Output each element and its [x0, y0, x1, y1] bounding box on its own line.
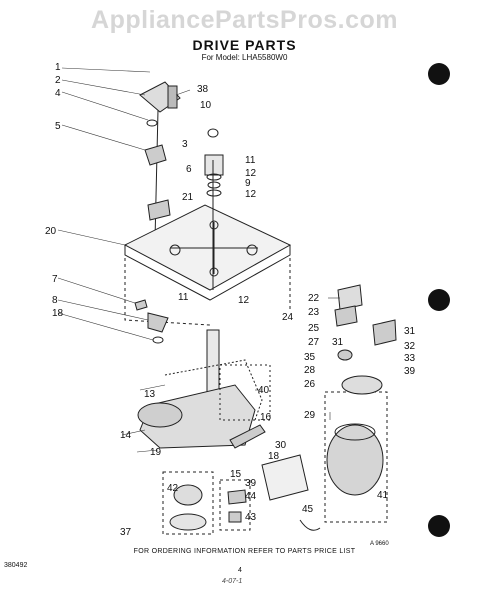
pump-base-37	[169, 513, 207, 531]
callout: 12	[238, 295, 250, 306]
callout: 8	[52, 295, 58, 306]
callout: 12	[245, 189, 257, 200]
belt-frame	[219, 364, 271, 421]
callout: 42	[167, 483, 179, 494]
clip-32	[372, 319, 397, 346]
vertical-rod	[154, 109, 159, 241]
callout: 11	[245, 155, 256, 166]
callout: 32	[404, 341, 416, 352]
callout: 15	[230, 469, 242, 480]
motor-41	[326, 424, 384, 496]
diagram-subtitle: For Model: LHA5580W0	[201, 53, 288, 62]
callout: 7	[52, 274, 58, 285]
cylinder-11	[204, 154, 224, 176]
watermark: AppliancePartsPros.com	[91, 6, 398, 34]
page-number: 4	[238, 567, 242, 574]
washer-4	[146, 119, 158, 127]
base-plate-20-skirt	[124, 245, 291, 301]
binder-hole-top	[428, 63, 450, 85]
clip-5	[144, 144, 167, 166]
callout: 14	[120, 430, 132, 441]
callout: 33	[404, 353, 416, 364]
pipe-38	[167, 85, 178, 109]
figure-reference-code: A 9660	[370, 541, 389, 547]
callout: 18	[268, 451, 280, 462]
callout: 25	[308, 323, 320, 334]
callout: 26	[304, 379, 316, 390]
ring-12b	[206, 189, 222, 197]
document-code: 380492	[4, 562, 28, 569]
shield-30	[261, 454, 309, 501]
part-15-group	[219, 479, 251, 531]
callout: 23	[308, 307, 320, 318]
ring-9	[207, 181, 221, 189]
callout: 9	[245, 178, 251, 189]
bracket-6	[147, 199, 171, 221]
callout: 41	[377, 490, 389, 501]
callout: 44	[245, 491, 257, 502]
pump-42	[173, 484, 203, 506]
ring-12a	[206, 173, 222, 181]
callout: 24	[282, 312, 294, 323]
arm-16	[229, 424, 266, 449]
pulley	[137, 402, 183, 428]
callout: 29	[304, 410, 316, 421]
callout: 1	[55, 62, 61, 73]
callout: 43	[245, 512, 257, 523]
binder-hole-bottom	[428, 515, 450, 537]
callout: 31	[404, 326, 416, 337]
callout: 37	[120, 527, 132, 538]
callout: 12	[245, 168, 257, 179]
callout: 45	[302, 504, 314, 515]
callout: 20	[45, 226, 57, 237]
transmission-body	[139, 384, 256, 449]
callout: 13	[144, 389, 156, 400]
belt-40	[164, 359, 263, 421]
callout: 31	[332, 337, 344, 348]
callout: 39	[245, 478, 257, 489]
callout: 10	[200, 100, 212, 111]
part-7	[134, 299, 148, 311]
callout: 4	[55, 88, 61, 99]
callout: 40	[258, 385, 270, 396]
plate-23	[334, 305, 358, 327]
callout: 18	[52, 308, 64, 319]
nut-10	[207, 128, 219, 138]
callout: 38	[197, 84, 209, 95]
callout: 5	[55, 121, 61, 132]
callout: 16	[260, 412, 272, 423]
callout: 35	[304, 352, 316, 363]
binder-hole-middle	[428, 289, 450, 311]
callout: 22	[308, 293, 320, 304]
part-8	[147, 312, 169, 333]
diagram-title: DRIVE PARTS	[192, 37, 297, 53]
callout: 2	[55, 75, 61, 86]
callout: 30	[275, 440, 287, 451]
handwritten-note: 4-07-1	[222, 578, 243, 585]
callout: 6	[186, 164, 192, 175]
callout: 11	[178, 292, 189, 303]
callout: 21	[182, 192, 194, 203]
callout: 19	[150, 447, 162, 458]
callout: 39	[404, 366, 416, 377]
part-18	[152, 336, 164, 344]
part-43	[228, 511, 242, 523]
pump-group	[162, 471, 214, 535]
callout: 28	[304, 365, 316, 376]
mount-28	[341, 375, 383, 395]
callout: 27	[308, 337, 320, 348]
callout-labels: 1 2 4 5 3 6 21 38 10 11 12 9 12 20 7 8 1…	[45, 62, 416, 538]
bushing-35	[337, 349, 353, 361]
part-44	[227, 489, 247, 505]
callout: 3	[182, 139, 188, 150]
bracket-22	[337, 284, 363, 311]
wire-45	[299, 519, 321, 531]
ordering-note: FOR ORDERING INFORMATION REFER TO PARTS …	[133, 548, 356, 555]
